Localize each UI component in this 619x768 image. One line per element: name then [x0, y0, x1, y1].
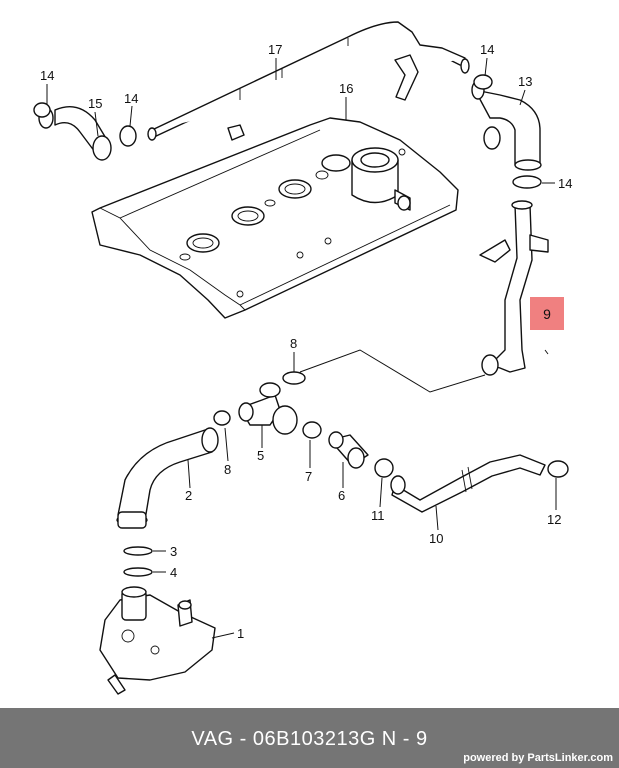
parts-diagram: 14 15 14 17 16 14 13 14 8 8 5 2 7 6 11 1… — [33, 21, 572, 695]
credit-link[interactable]: powered by PartsLinker.com — [463, 752, 613, 764]
callout-labels: 14 15 14 17 16 14 13 14 8 8 5 2 7 6 11 1… — [40, 42, 572, 641]
callout-14: 14 — [558, 176, 572, 191]
callout-15: 15 — [88, 96, 102, 111]
elbow-connector — [471, 80, 542, 189]
valve-cover — [91, 117, 459, 319]
highlighted-part-label: 9 — [530, 297, 564, 330]
callout-3: 3 — [170, 544, 177, 559]
callout-14: 14 — [40, 68, 54, 83]
upper-breather-hose — [147, 21, 470, 141]
callout-14: 14 — [124, 91, 138, 106]
callout-12: 12 — [547, 512, 561, 527]
callout-2: 2 — [185, 488, 192, 503]
footer-bar: VAG - 06B103213G N - 9 powered by PartsL… — [0, 708, 619, 768]
breather-pipe-9 — [479, 200, 549, 376]
callout-8: 8 — [224, 462, 231, 477]
callout-7: 7 — [305, 469, 312, 484]
lower-assembly — [99, 371, 569, 695]
callout-17: 17 — [268, 42, 282, 57]
leader-lines — [46, 57, 557, 639]
callout-16: 16 — [339, 81, 353, 96]
callout-11: 11 — [371, 508, 385, 523]
callout-5: 5 — [257, 448, 264, 463]
part-number-title: VAG - 06B103213G N - 9 — [191, 728, 428, 750]
callout-1: 1 — [237, 626, 244, 641]
callout-6: 6 — [338, 488, 345, 503]
clips-14 — [33, 74, 493, 118]
callout-8: 8 — [290, 336, 297, 351]
left-hose — [38, 106, 137, 161]
callout-13: 13 — [518, 74, 532, 89]
callout-14: 14 — [480, 42, 494, 57]
callout-10: 10 — [429, 531, 443, 546]
callout-4: 4 — [170, 565, 177, 580]
